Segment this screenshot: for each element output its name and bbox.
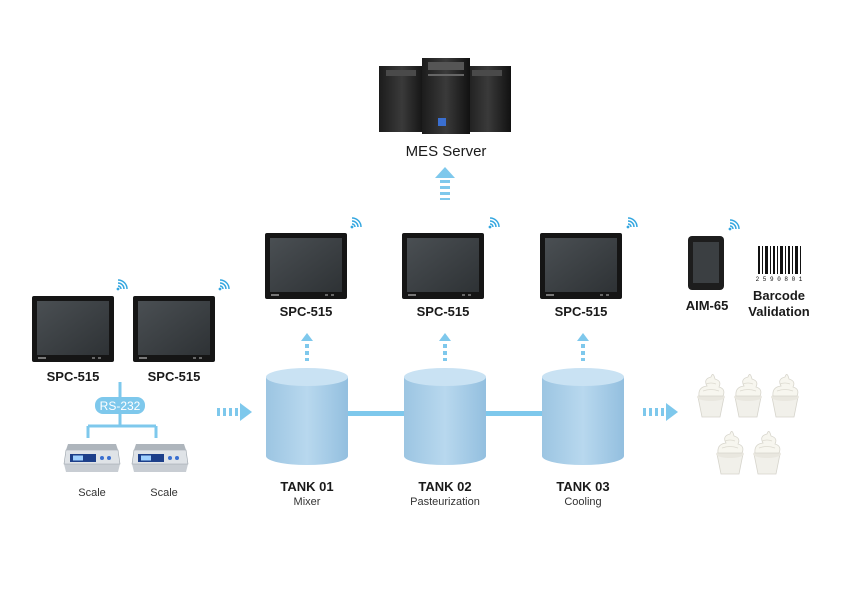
barcode-label-line1: Barcode [753,288,805,303]
panel-spc-515-1 [32,296,114,362]
ice-cream-icon [715,430,745,475]
arrow-icon [577,333,589,361]
tank-name-3: TANK 03 [556,479,609,494]
panel-label-1: SPC-515 [47,369,100,384]
arrow-icon [217,403,252,421]
panel-label-3: SPC-515 [280,304,333,319]
scale-label-1: Scale [78,487,106,499]
tablet-label: AIM-65 [686,298,729,313]
server-icon [379,58,511,134]
tank-03 [542,368,624,465]
tank-name-1: TANK 01 [280,479,333,494]
rs232-badge [95,397,145,414]
tank-01 [266,368,348,465]
wifi-icon [625,217,638,230]
rs232-label: RS-232 [100,399,141,413]
panel-label-4: SPC-515 [417,304,470,319]
panel-label-5: SPC-515 [555,304,608,319]
arrow-icon [643,403,678,421]
pipe [348,411,406,416]
tank-role-1: Mixer [294,496,321,508]
ice-cream-icon [696,373,726,418]
scale-label-2: Scale [150,487,178,499]
wifi-icon [727,219,740,232]
ice-cream-icon [733,373,763,418]
scale-icon [63,443,121,473]
arrow-icon [439,333,451,361]
tablet-icon [688,236,724,290]
ice-cream-icon [770,373,800,418]
tank-name-2: TANK 02 [418,479,471,494]
panel-spc-515-4 [402,233,484,299]
wifi-icon [115,279,128,292]
tank-02 [404,368,486,465]
panel-spc-515-5 [540,233,622,299]
barcode-label-line2: Validation [748,304,809,319]
tank-role-2: Pasteurization [410,496,480,508]
panel-label-2: SPC-515 [148,369,201,384]
tank-role-3: Cooling [564,496,601,508]
arrow-icon [435,167,455,200]
barcode-digits: 2 5 9 0 8 0 1 [756,276,803,283]
server-label: MES Server [406,143,487,160]
wifi-icon [349,217,362,230]
panel-spc-515-3 [265,233,347,299]
arrow-icon [301,333,313,361]
scale-icon [131,443,189,473]
ice-cream-icon [752,430,782,475]
wifi-icon [487,217,500,230]
barcode-icon [758,246,801,274]
pipe [486,411,544,416]
panel-spc-515-2 [133,296,215,362]
wifi-icon [217,279,230,292]
